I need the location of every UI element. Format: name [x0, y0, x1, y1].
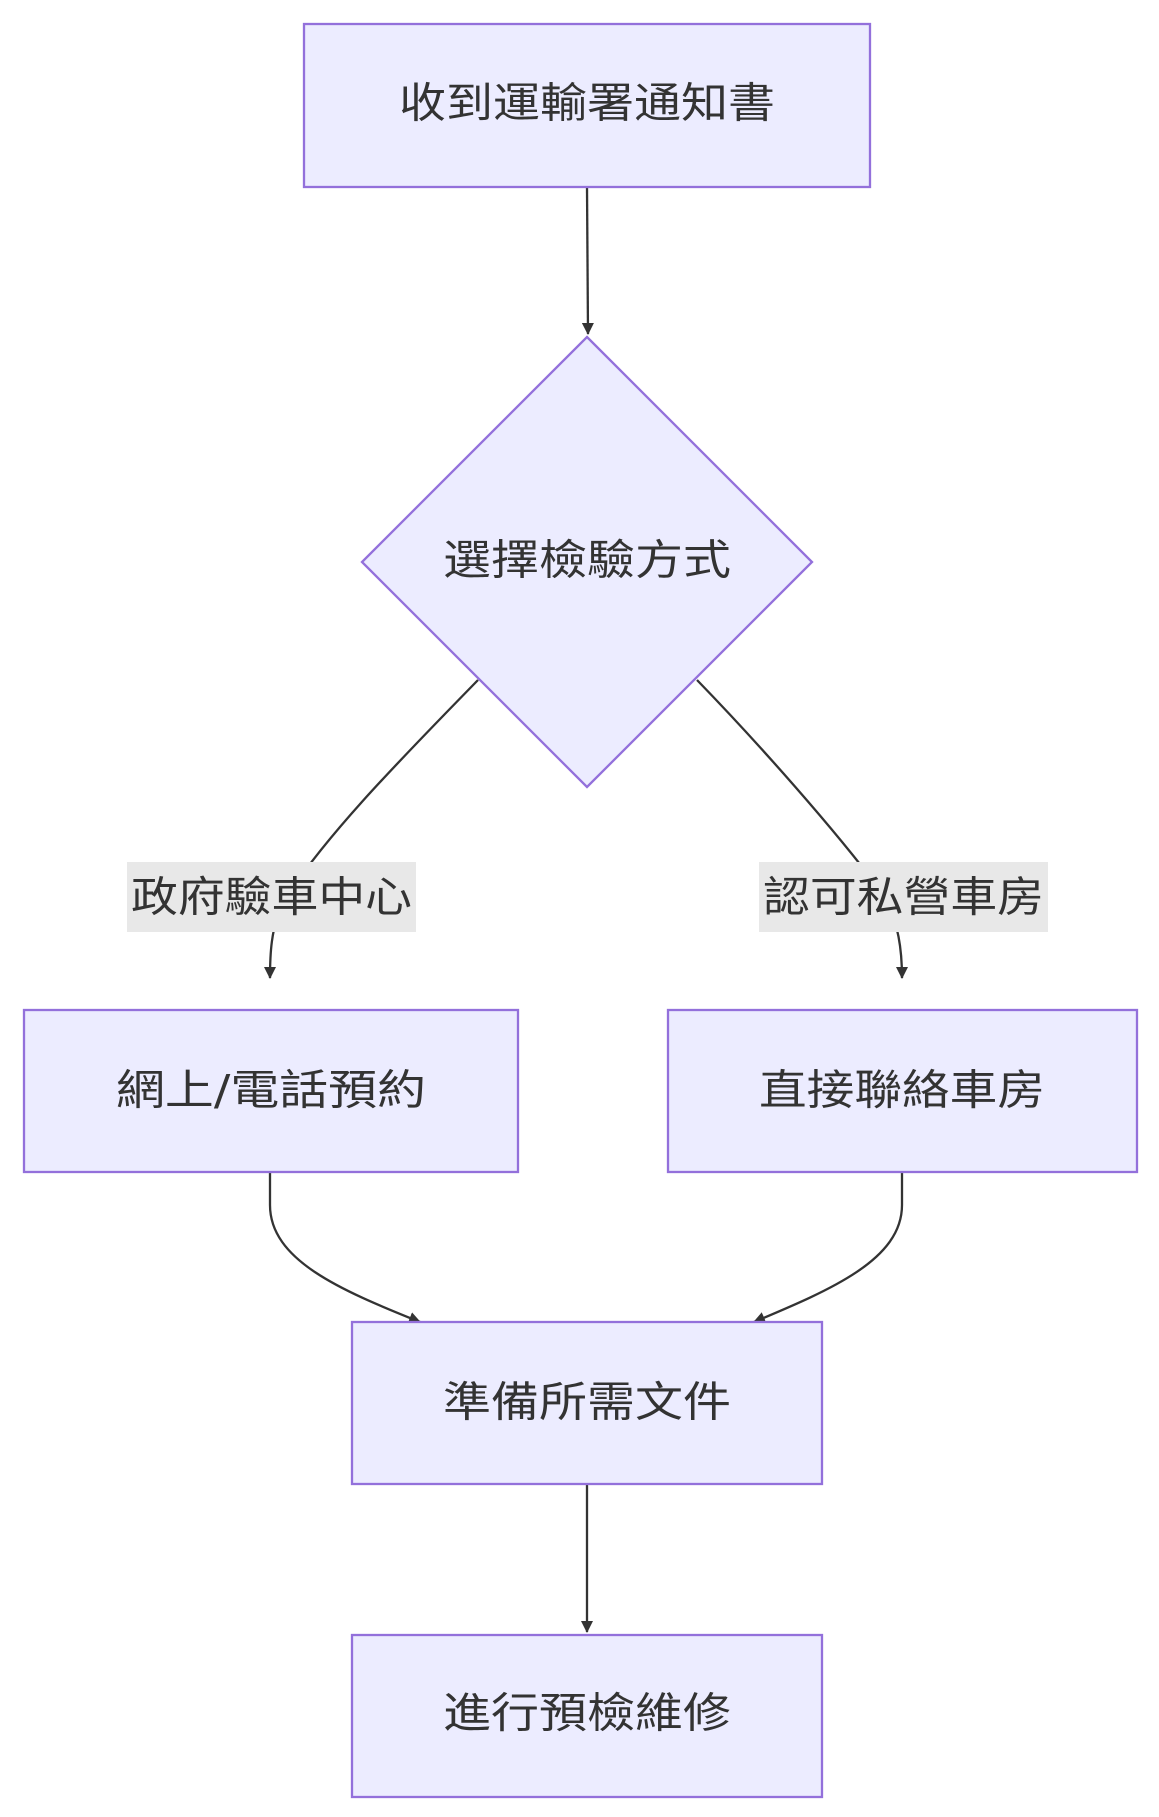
node-choose-method-label: 選擇檢驗方式	[443, 536, 731, 585]
edge-choice-to-online-booking	[264, 679, 479, 979]
edge-label-gov-centre: 政府驗車中心	[127, 862, 416, 932]
edge-online-booking-to-prepare	[268, 1170, 421, 1324]
node-online-phone-booking-label: 網上/電話預約	[116, 1066, 426, 1115]
node-pre-inspection-repair: 進行預檢維修	[350, 1633, 824, 1799]
edge-label-private-garage: 認可私營車房	[759, 862, 1048, 932]
edge-label-private-garage-text: 認可私營車房	[763, 873, 1044, 922]
node-choose-method: 選擇檢驗方式	[360, 335, 814, 789]
node-contact-garage: 直接聯絡車房	[666, 1008, 1139, 1174]
node-pre-inspection-repair-label: 進行預檢維修	[443, 1689, 731, 1738]
node-prepare-documents-label: 準備所需文件	[443, 1378, 731, 1427]
node-prepare-documents: 準備所需文件	[350, 1320, 824, 1486]
node-contact-garage-label: 直接聯絡車房	[759, 1066, 1045, 1115]
edge-contact-garage-to-prepare	[753, 1170, 904, 1324]
node-online-phone-booking: 網上/電話預約	[22, 1008, 520, 1174]
node-receive-notice-label: 收到運輸署通知書	[399, 79, 775, 128]
node-receive-notice: 收到運輸署通知書	[302, 22, 872, 189]
edge-label-gov-centre-text: 政府驗車中心	[131, 873, 412, 922]
edge-notice-to-choice	[581, 186, 594, 335]
edge-choice-to-contact-garage	[696, 679, 908, 979]
